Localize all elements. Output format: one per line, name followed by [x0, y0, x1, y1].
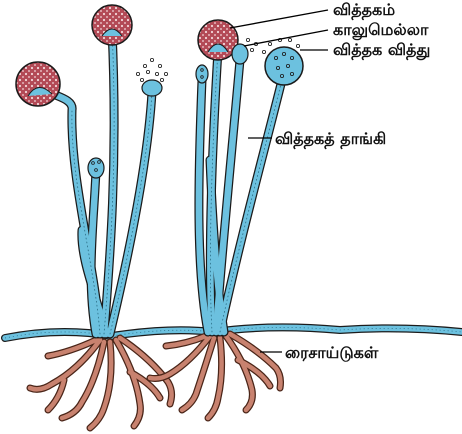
rhizoids: [30, 334, 281, 428]
label-sporangium: வித்தகம்: [333, 1, 395, 19]
label-rhizoids: ரைசாய்டுகள்: [285, 344, 378, 362]
label-spore: வித்தக வித்து: [333, 41, 430, 59]
label-columella: காலுமெல்லா: [333, 21, 428, 39]
right-spore-sporangium: [262, 38, 303, 85]
label-sporangiophore: வித்தகத் தாங்கி: [275, 130, 386, 148]
left-sporangium-large-1: [16, 62, 60, 106]
left-columella-burst: [136, 58, 167, 96]
right-small-columella: [196, 65, 208, 83]
left-sporangium-large-2: [92, 5, 132, 45]
right-sporangiophores: [199, 50, 282, 332]
left-columella-small: [88, 158, 104, 178]
left-sporangiophores: [46, 30, 152, 334]
